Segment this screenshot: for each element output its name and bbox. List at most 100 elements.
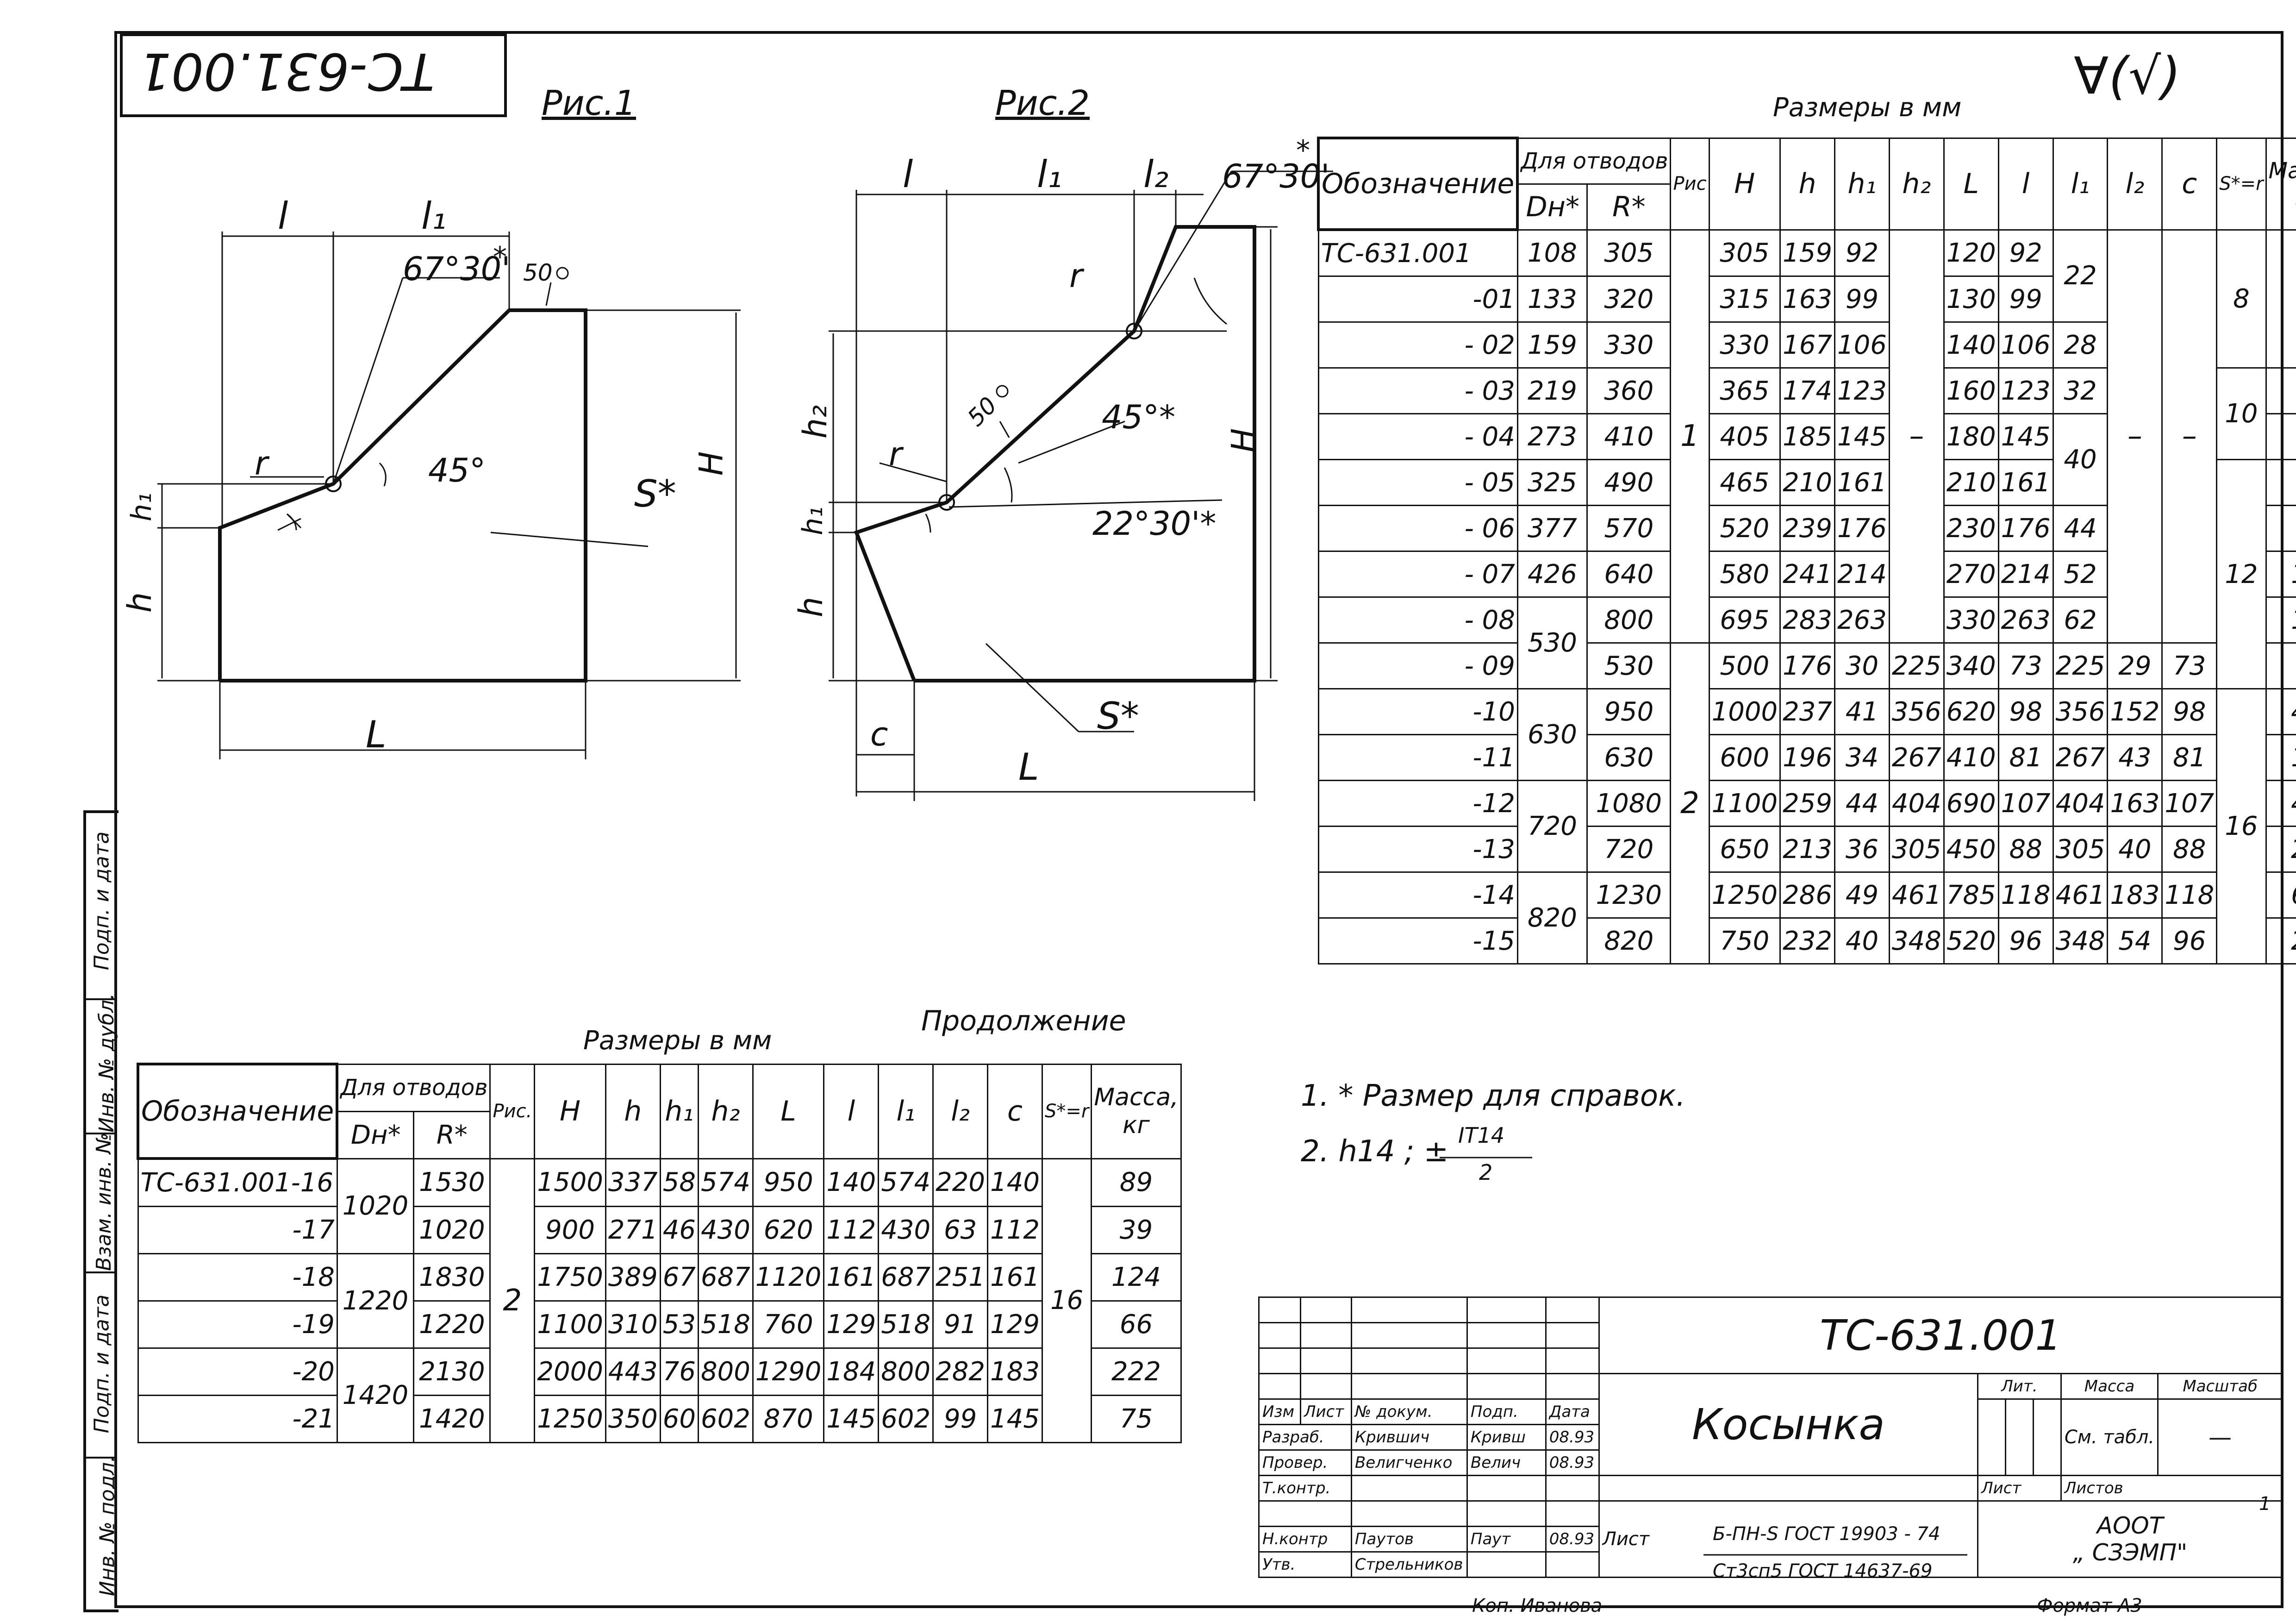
table2-header-row: Обозначение Для отводов Рис. H h h₁ h₂ L… <box>136 1063 1182 1160</box>
fig2-label-L: L <box>1018 745 1039 789</box>
t2-h-L: L <box>752 1063 825 1159</box>
fig2-label-c: c <box>870 715 888 753</box>
side-strip <box>83 810 119 1612</box>
fig1-label-S: S* <box>634 472 676 515</box>
table1-caption: Размеры в мм <box>1773 93 1962 123</box>
tb-org-1: АООТ <box>2096 1512 2164 1539</box>
t2-h-l2: l₂ <box>932 1063 989 1159</box>
fig2-label-H: H <box>1224 428 1263 453</box>
fig2-angle-top: 67°30' <box>1222 157 1330 195</box>
fig2-label-h: h <box>792 596 830 618</box>
copied-by: Коп. Иванова <box>1472 1595 1603 1616</box>
note-2: 2. h14 ; ± <box>1301 1134 1449 1169</box>
fig1-label-h: h <box>121 592 159 613</box>
t1-h-designation: Обозначение <box>1316 137 1519 231</box>
t2-h-dn: Dн* <box>336 1110 415 1159</box>
fig1-label-h1: h₁ <box>125 492 158 522</box>
t1-h-h1: h₁ <box>1834 137 1890 231</box>
t1-h-l1: l₁ <box>2052 137 2109 231</box>
tb-name: Косынка <box>1598 1373 1979 1476</box>
code-stamp: ТС-631.001 <box>139 42 435 101</box>
t2-h-h2: h₂ <box>697 1063 754 1159</box>
t1-h-dn: Dн* <box>1516 183 1588 231</box>
tb-listov-val: 1 <box>2259 1493 2271 1515</box>
side-inv-dubl: Инв. № дубл. <box>95 993 119 1133</box>
t2-h-fig: Рис. <box>489 1063 536 1159</box>
tb-org-2: „ СЗЭМП" <box>2072 1539 2188 1566</box>
side-inv-podl: Инв. № подл. <box>95 1455 119 1597</box>
t2-h-designation: Обозначение <box>136 1063 339 1160</box>
tb-material-top: Б-ПН-S ГОСТ 19903 - 74 <box>1713 1523 1940 1545</box>
tb-material-bottom: Ст3сп5 ГОСТ 14637-69 <box>1713 1560 1933 1582</box>
fig1-label-L: L <box>366 713 387 756</box>
fig2-label-r2: r <box>889 435 902 473</box>
t1-h-l2: l₂ <box>2107 137 2163 231</box>
t2-h-h1: h₁ <box>659 1063 699 1159</box>
table2-continuation: Продолжение <box>921 1005 1126 1037</box>
t1-h-forbends: Для отводов <box>1516 137 1672 185</box>
t2-h-s: S*=r <box>1041 1063 1092 1159</box>
note-1: 1. * Размер для справок. <box>1301 1079 1685 1113</box>
fig1-drawing <box>157 232 741 759</box>
t1-h-s: S*=r <box>2216 137 2267 231</box>
code-stamp-box <box>120 33 507 117</box>
side-podp-data: Подп. и дата <box>90 831 114 971</box>
fig1-label-l: l <box>278 194 288 238</box>
fig1-label-r: r <box>255 445 268 482</box>
fig1-title: Рис.1 <box>542 83 636 123</box>
fig2-label-l: l <box>903 153 913 196</box>
fig1-rough: 50 <box>523 259 553 286</box>
fig2-angle22: 22°30'* <box>1092 505 1217 543</box>
t1-h-h2: h₂ <box>1888 137 1945 231</box>
tb-code: ТС-631.001 <box>1598 1296 2284 1374</box>
fig1-star: * <box>493 241 507 273</box>
fig1-angle45: 45° <box>428 451 486 489</box>
fig2-drawing <box>829 170 1333 801</box>
t2-h-c: c <box>987 1063 1043 1159</box>
tb-material-prefix: Лист <box>1602 1528 1650 1550</box>
fig2-label-h1: h₁ <box>797 506 830 536</box>
table1: Обозначение Для отводов Рис H h h₁ h₂ L … <box>1316 137 2296 964</box>
table2-caption: Размеры в мм <box>583 1026 772 1056</box>
t1-h-mass: Масса, кг <box>2265 137 2296 231</box>
t1-h-fig: Рис <box>1670 137 1710 231</box>
fig1-label-H: H <box>692 451 730 476</box>
t2-h-l1: l₁ <box>878 1063 934 1159</box>
t1-h-L: L <box>1943 137 1999 231</box>
fig2-label-l1: l₁ <box>1037 153 1062 196</box>
fig2-label-r: r <box>1069 257 1083 295</box>
t1-h-h: h <box>1779 137 1835 231</box>
note-2-den: 2 <box>1479 1160 1493 1185</box>
note-2-num: IT14 <box>1458 1123 1505 1148</box>
t2-h-forbends: Для отводов <box>336 1063 491 1112</box>
t1-h-r: R* <box>1586 183 1672 231</box>
t2-h-r: R* <box>413 1110 491 1159</box>
t2-h-l: l <box>823 1063 880 1159</box>
t1-h-l: l <box>1997 137 2054 231</box>
fig2-title: Рис.2 <box>995 83 1090 123</box>
format-label: Формат А3 <box>2037 1595 2142 1616</box>
fig2-label-h2: h₂ <box>796 405 835 439</box>
fig2-angle45: 45°* <box>1102 398 1176 436</box>
fig1-angle-top: 67°30' <box>403 250 511 288</box>
table1-header-row: Обозначение Для отводов Рис H h h₁ h₂ L … <box>1316 137 2296 231</box>
fig2-star: * <box>1296 134 1310 167</box>
t2-h-mass: Масса, кг <box>1091 1063 1182 1159</box>
t2-h-h: h <box>605 1063 661 1159</box>
fig2-label-S: S* <box>1097 695 1139 738</box>
